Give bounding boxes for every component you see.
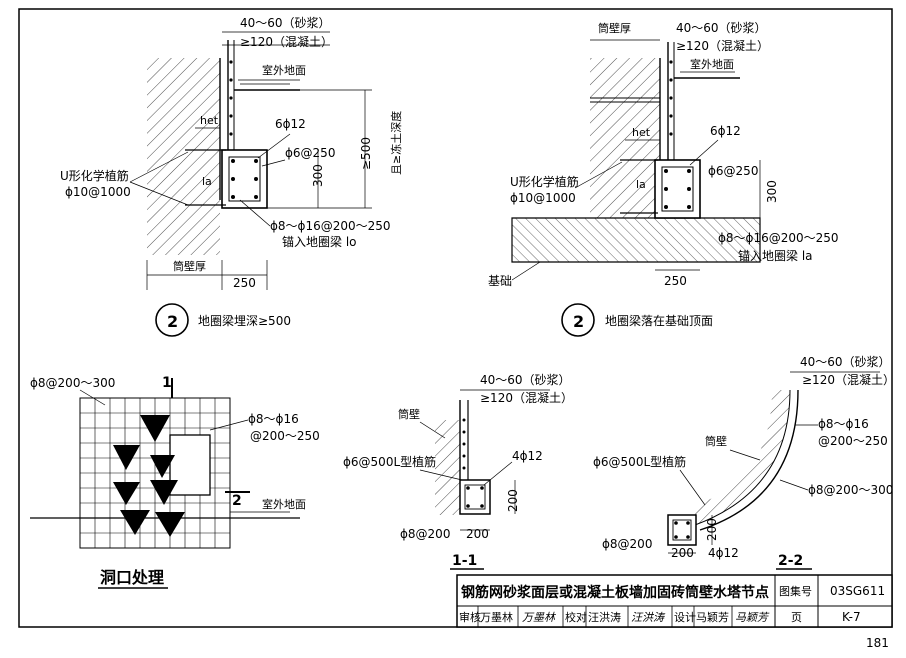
d5-l-anchor: ϕ6@500L型植筋: [593, 454, 686, 469]
tb-title: 钢筋网砂浆面层或混凝土板墙加固砖筒壁水塔节点: [461, 584, 769, 601]
d1-detail-num: 2: [167, 312, 178, 331]
tb-check-label: 校对: [565, 610, 587, 624]
curved-wall: [695, 390, 790, 525]
d1-frost-label: 且≥冻土深度: [389, 111, 403, 175]
d2-u-anchor-1: U形化学植筋: [510, 174, 579, 189]
d1-la-label: la: [202, 175, 212, 188]
tb-design-label: 设计: [674, 611, 696, 624]
tb-reviewer: 万墨林: [480, 610, 513, 624]
d5-mortar-label: 40～60（砂浆）: [800, 354, 891, 369]
sheet-frame: [18, 8, 893, 628]
d4-stirrup-label: ϕ8@200: [400, 527, 450, 541]
d5-concrete-label: ≥120（混凝土）: [802, 372, 895, 387]
d5-caption: 2-2: [778, 553, 803, 569]
detail-section-1-1: 40～60（砂浆） ≥120（混凝土） 筒壁 ϕ6@500L型植筋 4ϕ12 2…: [343, 372, 573, 570]
tb-reviewer-sig: 万墨林: [522, 611, 557, 624]
d1-wall-rebar-1: ϕ8～ϕ16@200～250: [270, 219, 391, 233]
d5-rebar-2: @200～250: [818, 434, 888, 448]
d2-detail-num: 2: [573, 312, 584, 331]
d3-caption: 洞口处理: [100, 568, 164, 587]
d5-rebar-label: 4ϕ12: [708, 546, 739, 560]
tb-page-no: K-7: [842, 610, 861, 624]
d1-u-anchor-2: ϕ10@1000: [65, 185, 131, 199]
tb-checker: 汪洪涛: [588, 610, 621, 624]
d1-rebar-top-label: 6ϕ12: [275, 117, 306, 131]
d1-outdoor-label: 室外地面: [262, 63, 306, 77]
d1-concrete-label: ≥120（混凝土）: [240, 34, 333, 49]
d4-concrete-label: ≥120（混凝土）: [480, 390, 573, 405]
d1-u-anchor-1: U形化学植筋: [60, 168, 129, 183]
d1-wall-rebar-2: 锚入地圈梁 lo: [282, 234, 357, 249]
d1-het-label: het: [200, 114, 219, 127]
d3-rebar-2: @200～250: [250, 429, 320, 443]
d2-caption: 地圈梁落在基础顶面: [605, 313, 713, 328]
page-number: 181: [866, 636, 889, 650]
d4-dim-200h: 200: [466, 527, 489, 541]
d1-dim-500: ≥500: [359, 137, 373, 170]
opening: [169, 434, 211, 496]
tb-page-label: 页: [791, 611, 802, 624]
d2-het-label: het: [632, 126, 651, 139]
d2-rebar-top-label: 6ϕ12: [710, 124, 741, 138]
detail-ring-beam-buried: 40～60（砂浆） ≥120（混凝土） 室外地面 het 6ϕ12 ϕ6@250…: [60, 15, 403, 337]
d4-wall-label: 筒壁: [398, 407, 420, 421]
tb-atlas-no: 03SG611: [830, 584, 885, 598]
d2-mortar-label: 40～60（砂浆）: [676, 20, 767, 35]
d4-mortar-label: 40～60（砂浆）: [480, 372, 571, 387]
d3-sec2-label: 2: [232, 493, 242, 509]
d5-dim-200h: 200: [671, 546, 694, 560]
d2-la-label: la: [636, 178, 646, 191]
d2-detail-circle: [561, 303, 595, 337]
d1-mortar-label: 40～60（砂浆）: [240, 15, 331, 30]
d2-dim-300: 300: [765, 180, 779, 203]
d3-rebar-1: ϕ8～ϕ16: [248, 412, 299, 426]
d2-wall-rebar-1: ϕ8～ϕ16@200～250: [718, 231, 839, 245]
d1-caption: 地圈梁埋深≥500: [198, 313, 291, 328]
d2-foundation-label: 基础: [488, 274, 512, 288]
d3-outdoor-label: 室外地面: [262, 497, 306, 511]
detail-opening-treatment: ϕ8@200～300 1 ϕ8～ϕ16 @200～250 2 室外地面 洞口处理: [30, 375, 320, 589]
tb-atlas-label: 图集号: [779, 584, 812, 598]
d3-sec1-label: 1: [162, 375, 172, 391]
detail-section-2-2: 40～60（砂浆） ≥120（混凝土） ϕ8～ϕ16 @200～250 筒壁 ϕ…: [593, 354, 895, 570]
title-block: 钢筋网砂浆面层或混凝土板墙加固砖筒壁水塔节点 图集号 03SG611 审核 万墨…: [456, 574, 893, 628]
d4-rebar-label: 4ϕ12: [512, 449, 543, 463]
d2-outdoor-label: 室外地面: [690, 57, 734, 71]
brick-wall: [590, 58, 660, 218]
d2-dim-250: 250: [664, 274, 687, 288]
d1-dim-250: 250: [233, 276, 256, 290]
curved-jacket: [699, 389, 799, 531]
d5-dim-200v: 200: [705, 518, 719, 541]
d5-stirrup-label: ϕ8@200: [602, 537, 652, 551]
d3-mesh-label: ϕ8@200～300: [30, 376, 115, 390]
d4-dim-200v: 200: [506, 489, 520, 512]
d2-wall-thk: 筒壁厚: [598, 21, 631, 35]
d4-l-anchor: ϕ6@500L型植筋: [343, 454, 436, 469]
tb-review-label: 审核: [459, 610, 481, 624]
d1-wall-thk: 筒壁厚: [173, 259, 206, 273]
d4-caption: 1-1: [452, 553, 477, 569]
d1-detail-circle: [155, 303, 189, 337]
brick-wall: [435, 420, 460, 515]
d2-wall-rebar-2: 锚入地圈梁 la: [738, 248, 813, 263]
d2-u-anchor-2: ϕ10@1000: [510, 191, 576, 205]
tb-checker-sig: 汪洪涛: [631, 611, 666, 624]
d2-stirrup-label: ϕ6@250: [708, 164, 758, 178]
d2-concrete-label: ≥120（混凝土）: [676, 38, 769, 53]
d5-wall-label: 筒壁: [705, 434, 727, 448]
d1-dim-300: 300: [311, 164, 325, 187]
d5-rebar-1: ϕ8～ϕ16: [818, 417, 869, 431]
tb-designer-sig: 马颖芳: [735, 611, 770, 624]
beam: [667, 514, 697, 546]
detail-ring-beam-on-foundation: 筒壁厚 40～60（砂浆） ≥120（混凝土） 室外地面 het 6ϕ12 ϕ6…: [488, 20, 839, 337]
tb-designer: 马颖芳: [696, 610, 729, 624]
d1-stirrup-label: ϕ6@250: [285, 146, 335, 160]
brick-wall: [147, 58, 220, 255]
d5-mesh-label: ϕ8@200～300: [808, 483, 893, 497]
